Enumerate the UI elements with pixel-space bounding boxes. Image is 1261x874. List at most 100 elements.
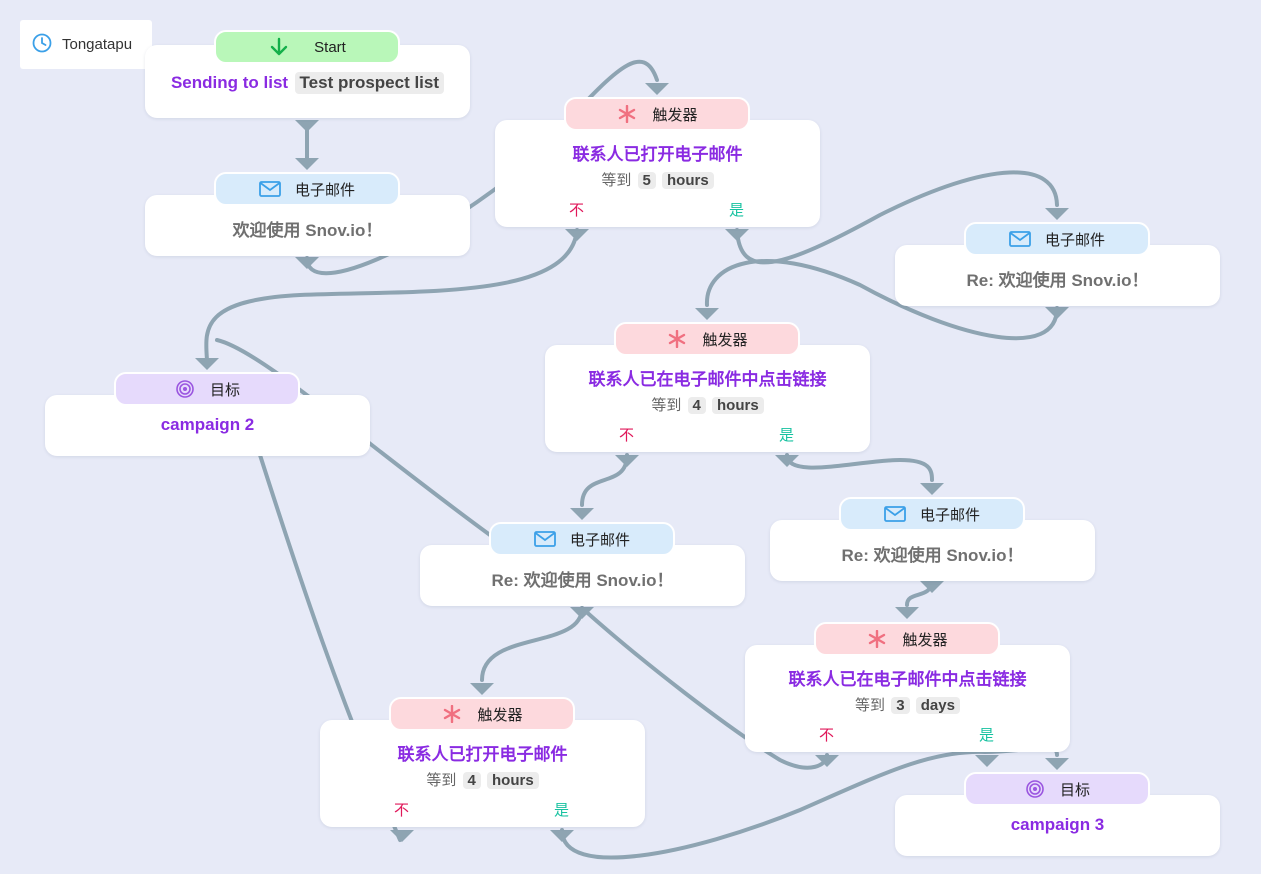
trigger-type-label: 触发器 [702,331,748,349]
arrowhead [295,257,319,269]
email-subject: Re: 欢迎使用 Snov.io！ [966,271,1149,290]
wait-condition: 等到 5 hours [495,169,820,190]
arrowhead [1045,758,1069,770]
no-branch-label: 不 [394,802,410,819]
email-pill: 电子邮件 [964,222,1150,256]
timezone-selector[interactable]: Tongatapu [20,20,152,69]
arrowhead [195,358,219,370]
goal-name: campaign 2 [160,415,255,434]
yes-branch-label: 是 [979,727,995,744]
trigger-type-label: 触发器 [477,706,523,724]
yes-branch-label: 是 [779,427,795,444]
no-branch-label: 不 [619,427,635,444]
email-pill: 电子邮件 [489,522,675,556]
start-pill: Start [214,30,400,64]
wait-prefix: 等到 [855,697,886,714]
email-subject: 欢迎使用 Snov.io！ [232,221,383,240]
start-label: Start [314,38,346,56]
trigger-node[interactable]: 联系人已打开电子邮件 等到 5 hours 不 是 [495,120,820,227]
arrowhead [550,830,574,842]
envelope-icon [1009,228,1031,250]
trigger-type-label: 触发器 [652,106,698,124]
target-icon [174,378,196,400]
arrowhead [920,483,944,495]
trigger-condition: 联系人已打开电子邮件 [397,745,568,764]
goal-type-label: 目标 [1059,781,1090,799]
envelope-icon [259,178,281,200]
start-prefix: Sending to list [170,73,289,92]
email-type-label: 电子邮件 [919,506,980,524]
arrowhead [695,308,719,320]
trigger-node[interactable]: 联系人已打开电子邮件 等到 4 hours 不 是 [320,720,645,827]
arrowhead [295,120,319,132]
no-branch-label: 不 [569,202,585,219]
arrowhead [565,229,589,241]
asterisk-icon [866,628,888,650]
email-subject: Re: 欢迎使用 Snov.io！ [841,546,1024,565]
trigger-pill: 触发器 [389,697,575,731]
trigger-pill: 触发器 [814,622,1000,656]
goal-pill: 目标 [964,772,1150,806]
timezone-label: Tongatapu [62,36,133,53]
arrowhead [295,158,319,170]
goal-name: campaign 3 [1010,815,1105,834]
email-subject: Re: 欢迎使用 Snov.io！ [491,571,674,590]
connector [204,228,579,362]
connector [704,259,1059,341]
arrowhead [570,607,594,619]
arrowhead [920,581,944,593]
goal-type-label: 目标 [209,381,240,399]
wait-prefix: 等到 [651,397,682,414]
wait-value: 4 [462,772,481,789]
envelope-icon [884,503,906,525]
trigger-node[interactable]: 联系人已在电子邮件中点击链接 等到 4 hours 不 是 [545,345,870,452]
wait-condition: 等到 4 hours [545,394,870,415]
email-pill: 电子邮件 [214,172,400,206]
start-node[interactable]: Sending to list Test prospect list [145,45,470,118]
connector-arrows [195,83,1069,842]
wait-unit: hours [487,772,539,789]
email-type-label: 电子邮件 [569,531,630,549]
envelope-icon [534,528,556,550]
asterisk-icon [616,103,638,125]
clock-icon [32,33,52,57]
arrowhead [1045,208,1069,220]
arrowhead [470,683,494,695]
trigger-condition: 联系人已在电子邮件中点击链接 [788,670,1027,689]
trigger-node[interactable]: 联系人已在电子邮件中点击链接 等到 3 days 不 是 [745,645,1070,752]
wait-unit: hours [662,172,714,189]
connector [580,453,629,507]
arrowhead [775,455,799,467]
no-branch-label: 不 [819,727,835,744]
yes-branch-label: 是 [554,802,570,819]
wait-unit: hours [712,397,764,414]
wait-prefix: 等到 [426,772,457,789]
wait-condition: 等到 4 hours [320,769,645,790]
trigger-condition: 联系人已打开电子邮件 [572,145,743,164]
email-node[interactable]: Re: 欢迎使用 Snov.io！ [420,545,745,606]
arrowhead [725,229,749,241]
trigger-type-label: 触发器 [902,631,948,649]
connector [785,453,934,482]
list-name-tag: Test prospect list [294,72,445,94]
email-type-label: 电子邮件 [294,181,355,199]
arrowhead [975,755,999,767]
wait-condition: 等到 3 days [745,694,1070,715]
arrowhead [570,508,594,520]
arrowhead [390,830,414,842]
wait-prefix: 等到 [601,172,632,189]
arrowhead [645,83,669,95]
trigger-condition: 联系人已在电子邮件中点击链接 [588,370,827,389]
arrowhead [615,455,639,467]
wait-value: 4 [687,397,706,414]
goal-pill: 目标 [114,372,300,406]
asterisk-icon [666,328,688,350]
yes-branch-label: 是 [729,202,745,219]
connector [480,606,584,682]
trigger-pill: 触发器 [614,322,800,356]
arrow-down-icon [268,36,290,58]
wait-unit: days [915,697,960,714]
wait-value: 3 [891,697,910,714]
wait-value: 5 [637,172,656,189]
email-type-label: 电子邮件 [1044,231,1105,249]
